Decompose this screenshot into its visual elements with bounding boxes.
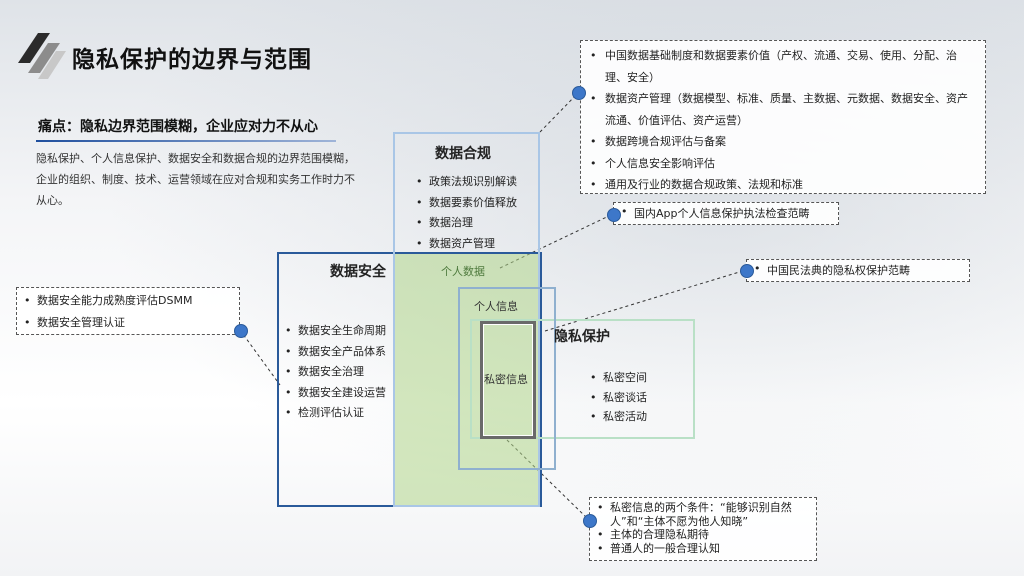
callout-item: 数据安全管理认证	[23, 312, 233, 334]
compliance-label: 数据合规	[435, 143, 491, 163]
list-item: 数据安全治理	[284, 362, 386, 383]
security-list: 数据安全生命周期 数据安全产品体系 数据安全治理 数据安全建设运营 检测评估认证	[284, 321, 386, 424]
callout-item: 数据资产管理（数据模型、标准、质量、主数据、元数据、数据安全、资产流通、价值评估…	[589, 88, 977, 131]
list-item: 数据资产管理	[415, 234, 517, 255]
connector-dot	[583, 514, 597, 528]
app-enforcement-callout: 国内App个人信息保护执法检查范畴	[613, 202, 839, 225]
personal-info-label: 个人信息	[474, 298, 518, 314]
list-item: 私密谈话	[589, 388, 647, 408]
connector-dot	[740, 264, 754, 278]
connector-dot	[607, 208, 621, 222]
connector-security	[240, 330, 280, 385]
list-item: 检测评估认证	[284, 403, 386, 424]
security-label: 数据安全	[330, 261, 386, 281]
connector-dot	[572, 86, 586, 100]
callout-item: 中国数据基础制度和数据要素价值（产权、流通、交易、使用、分配、治理、安全）	[589, 45, 977, 88]
personal-data-label: 个人数据	[441, 263, 485, 279]
privacy-label: 隐私保护	[554, 326, 610, 346]
connector-dot	[234, 324, 248, 338]
callout-item: 中国民法典的隐私权保护范畴	[753, 262, 963, 278]
callout-item: 私密信息的两个条件：“能够识别自然人”和“主体不愿为他人知晓”	[596, 501, 810, 528]
callout-item: 国内App个人信息保护执法检查范畴	[620, 205, 832, 221]
list-item: 数据安全生命周期	[284, 321, 386, 342]
list-item: 私密空间	[589, 368, 647, 388]
civil-code-callout: 中国民法典的隐私权保护范畴	[746, 259, 970, 282]
compliance-list: 政策法规识别解读 数据要素价值释放 数据治理 数据资产管理	[415, 172, 517, 254]
secret-info-callout: 私密信息的两个条件：“能够识别自然人”和“主体不愿为他人知晓” 主体的合理隐私期…	[589, 497, 817, 561]
callout-item: 个人信息安全影响评估	[589, 153, 977, 175]
list-item: 数据治理	[415, 213, 517, 234]
callout-item: 主体的合理隐私期待	[596, 528, 810, 542]
list-item: 政策法规识别解读	[415, 172, 517, 193]
callout-item: 数据跨境合规评估与备案	[589, 131, 977, 153]
list-item: 数据安全建设运营	[284, 383, 386, 404]
privacy-list: 私密空间 私密谈话 私密活动	[589, 368, 647, 427]
secret-info-label: 私密信息	[484, 371, 528, 387]
list-item: 私密活动	[589, 407, 647, 427]
list-item: 数据要素价值释放	[415, 193, 517, 214]
security-certification-callout: 数据安全能力成熟度评估DSMM 数据安全管理认证	[16, 287, 240, 335]
list-item: 数据安全产品体系	[284, 342, 386, 363]
callout-item: 数据安全能力成熟度评估DSMM	[23, 290, 233, 312]
callout-item: 普通人的一般合理认知	[596, 542, 810, 556]
callout-item: 通用及行业的数据合规政策、法规和标准	[589, 174, 977, 196]
compliance-callout: 中国数据基础制度和数据要素价值（产权、流通、交易、使用、分配、治理、安全） 数据…	[580, 40, 986, 194]
